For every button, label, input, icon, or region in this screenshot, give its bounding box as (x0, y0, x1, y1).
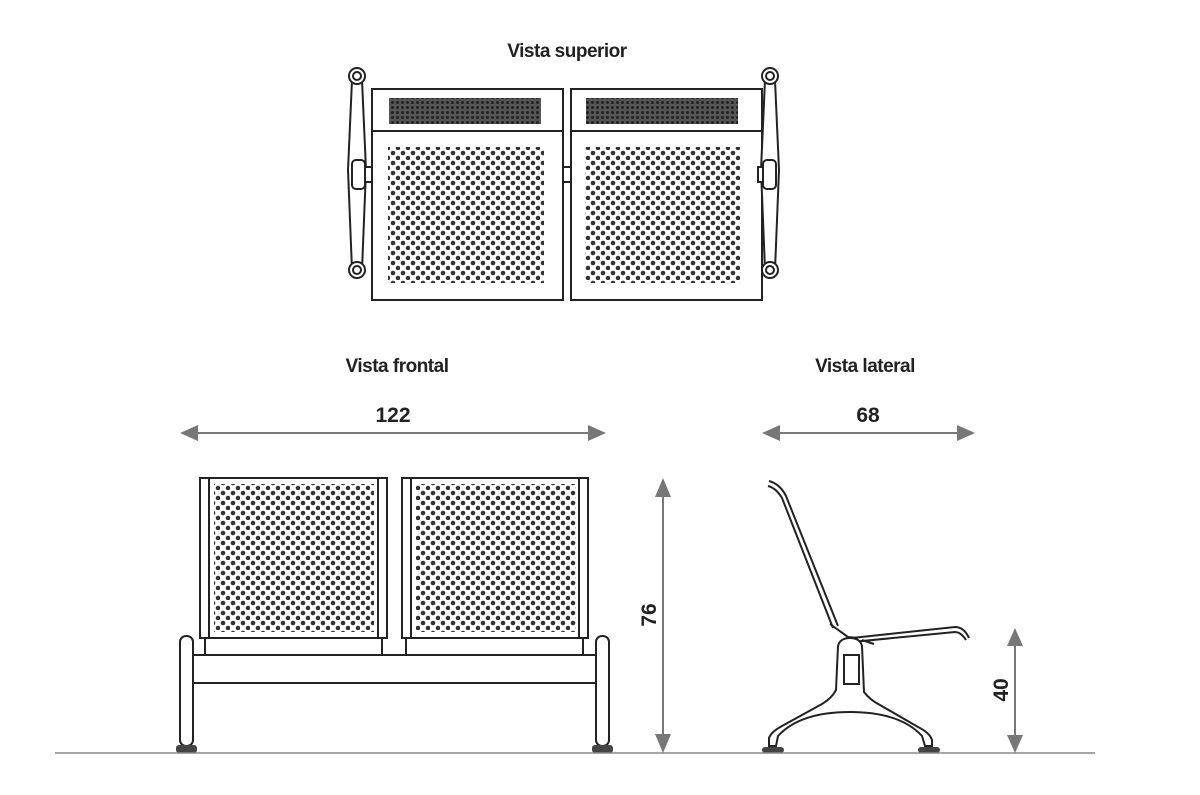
top-seat-left (371, 88, 564, 301)
top-connector (562, 166, 572, 183)
side-view: 68 40 (762, 404, 1023, 753)
front-view-title: Vista frontal (346, 356, 449, 377)
top-view (346, 67, 781, 301)
front-leg-right (592, 635, 613, 753)
front-leg-left (176, 635, 197, 753)
width-dimension-label: 122 (375, 404, 410, 427)
front-seat-right (401, 477, 589, 656)
side-chair (762, 480, 970, 753)
top-seat-right (570, 88, 763, 301)
height-dimension-label: 76 (638, 603, 661, 626)
depth-dimension-label: 68 (856, 404, 880, 427)
front-crossbar (192, 654, 597, 684)
side-view-title: Vista lateral (815, 356, 915, 377)
top-leg-left (346, 67, 373, 279)
seat-height-dimension-label: 40 (990, 678, 1013, 701)
front-seat-left (199, 477, 388, 656)
top-view-title: Vista superior (507, 41, 627, 62)
top-leg-right (757, 67, 781, 279)
front-view: 122 76 (176, 404, 671, 753)
